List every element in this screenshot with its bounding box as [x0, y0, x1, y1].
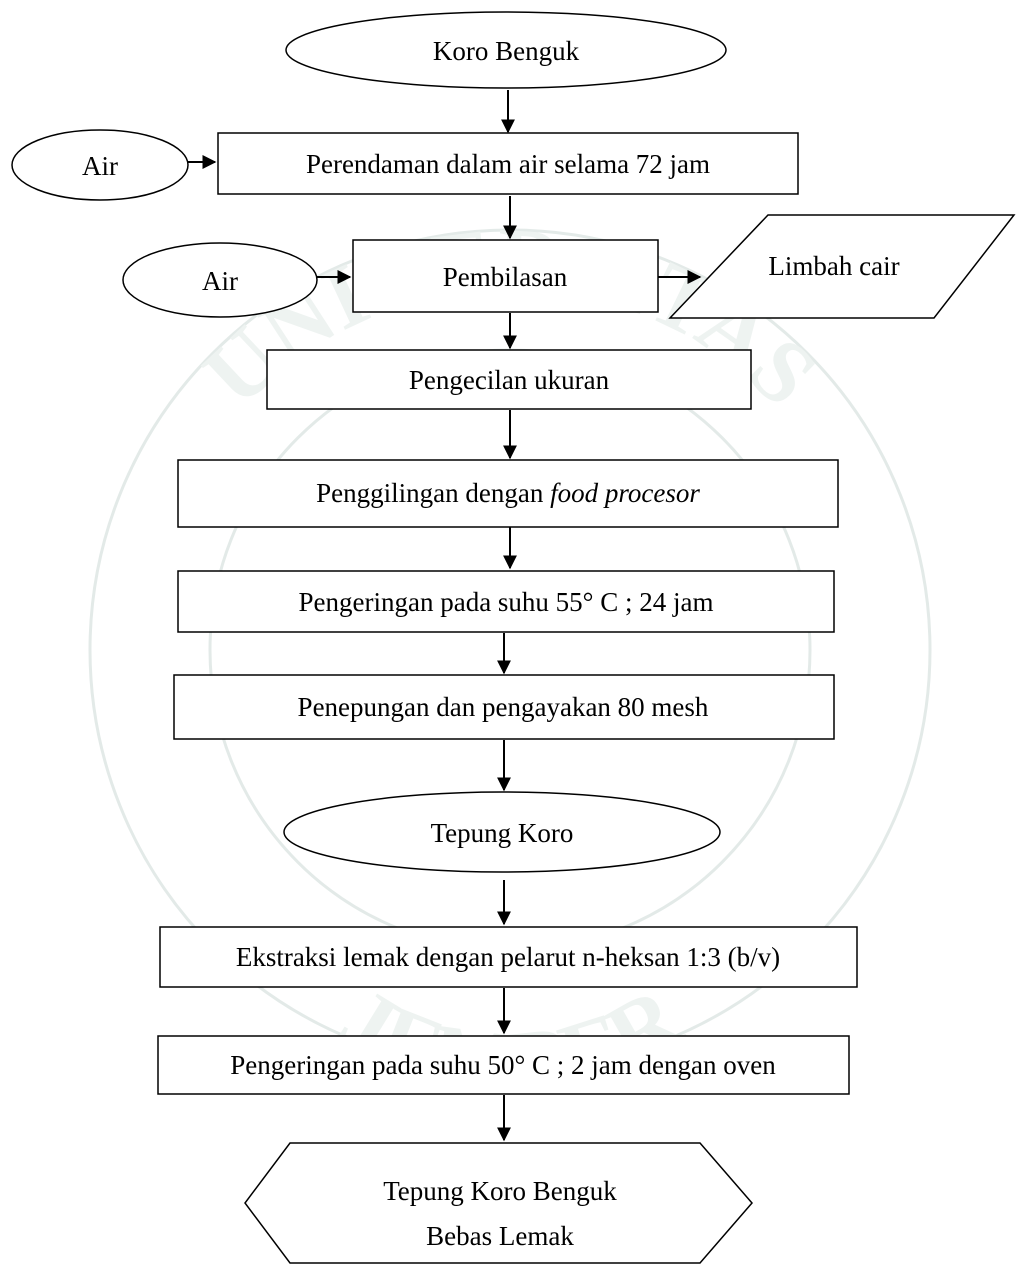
- input-air-node-2: Air: [122, 242, 318, 318]
- process-milling: Penepungan dan pengayakan 80 mesh: [173, 674, 835, 740]
- process-extraction: Ekstraksi lemak dengan pelarut n-heksan …: [159, 926, 858, 988]
- process-grinding: Penggilingan dengan food procesor: [177, 459, 839, 528]
- output-waste-node: Limbah cair: [668, 214, 1016, 319]
- intermediate-node: Tepung Koro: [283, 791, 721, 873]
- process-rinsing: Pembilasan: [352, 239, 659, 313]
- process-drying-1: Pengeringan pada suhu 55° C ; 24 jam: [177, 570, 835, 633]
- final-node-label-2: Bebas Lemak: [426, 1221, 574, 1251]
- output-waste-label: Limbah cair: [768, 251, 899, 281]
- process-soaking-label: Perendaman dalam air selama 72 jam: [306, 149, 710, 179]
- intermediate-node-label: Tepung Koro: [431, 818, 574, 848]
- process-soaking: Perendaman dalam air selama 72 jam: [217, 132, 799, 195]
- process-grinding-label: Penggilingan dengan food procesor: [316, 478, 700, 508]
- process-milling-label: Penepungan dan pengayakan 80 mesh: [298, 692, 709, 722]
- process-rinsing-label: Pembilasan: [443, 262, 568, 292]
- final-node: Tepung Koro Benguk Bebas Lemak: [244, 1142, 753, 1264]
- final-node-label-1: Tepung Koro Benguk: [383, 1176, 617, 1206]
- process-drying-2: Pengeringan pada suhu 50° C ; 2 jam deng…: [157, 1035, 850, 1095]
- process-drying-1-label: Pengeringan pada suhu 55° C ; 24 jam: [299, 587, 714, 617]
- connectors: [188, 90, 702, 1142]
- process-extraction-label: Ekstraksi lemak dengan pelarut n-heksan …: [236, 942, 780, 972]
- process-size-reduction-label: Pengecilan ukuran: [409, 365, 610, 395]
- start-node-label: Koro Benguk: [433, 36, 580, 66]
- input-air-node-1: Air: [11, 129, 189, 201]
- process-drying-2-label: Pengeringan pada suhu 50° C ; 2 jam deng…: [230, 1050, 776, 1080]
- start-node: Koro Benguk: [285, 11, 727, 89]
- process-size-reduction: Pengecilan ukuran: [266, 349, 752, 410]
- input-air-label-2: Air: [202, 266, 238, 296]
- input-air-label-1: Air: [82, 151, 118, 181]
